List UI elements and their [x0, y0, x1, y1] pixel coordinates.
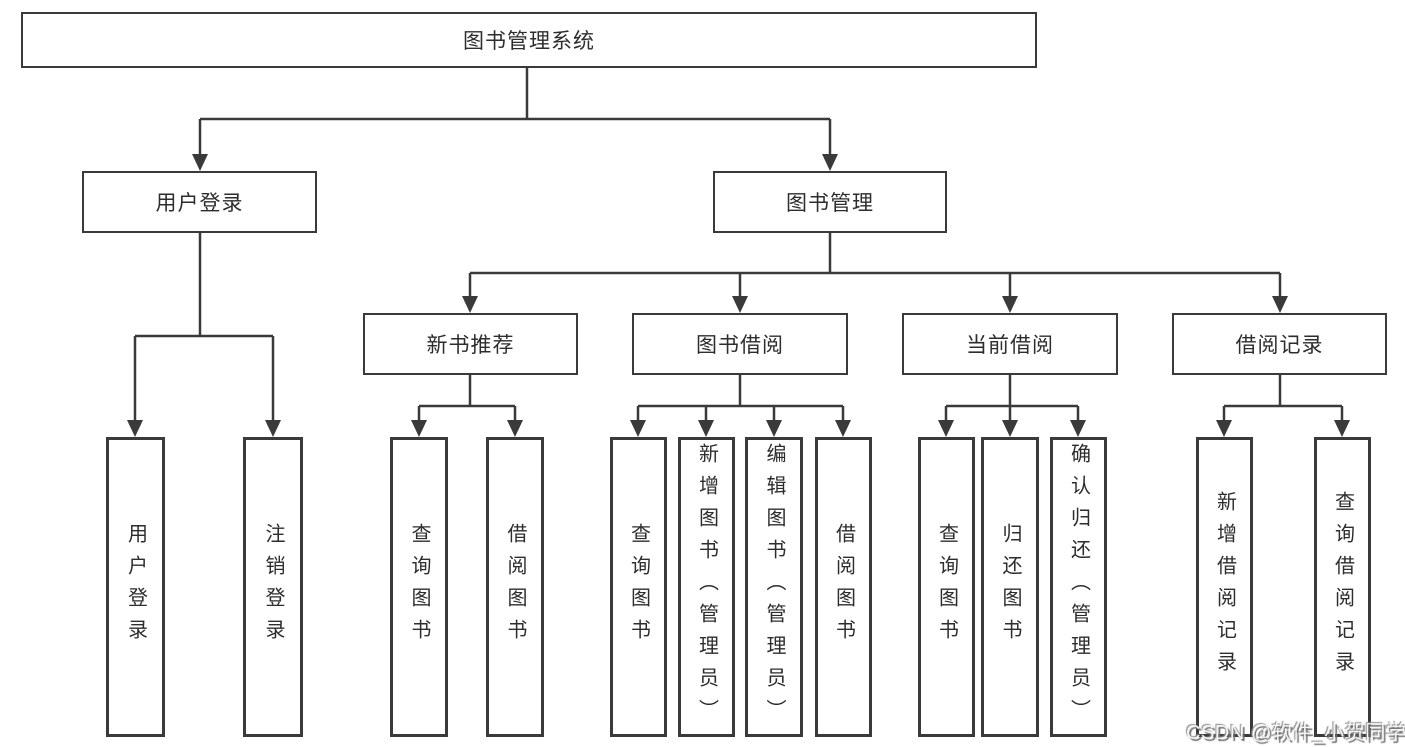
- node-label: 查询图书: [935, 523, 958, 651]
- node-label: 借阅记录: [1235, 334, 1324, 357]
- arrowhead: [766, 420, 782, 437]
- node-borrowing-records: 借阅记录: [1172, 313, 1387, 375]
- node-label: 用户登录: [155, 192, 244, 215]
- connector-borrow-records-children: [1222, 375, 1344, 423]
- node-label: 借阅图书: [832, 523, 855, 651]
- arrowhead: [192, 154, 208, 171]
- node-leaf-confirm-return-admin: 确认归还（管理员）: [1050, 437, 1107, 737]
- node-label: 图书管理: [786, 192, 874, 215]
- node-leaf-user-login: 用户登录: [106, 437, 165, 737]
- arrowhead: [1272, 296, 1288, 313]
- node-leaf-edit-book-admin: 编辑图书（管理员）: [745, 437, 803, 737]
- node-leaf-query-borrow-record: 查询借阅记录: [1314, 437, 1371, 737]
- node-label: 查询图书: [408, 523, 430, 651]
- node-leaf-add-borrow-record: 新增借阅记录: [1196, 437, 1253, 737]
- node-label: 图书借阅: [696, 334, 784, 357]
- node-book-management: 图书管理: [713, 171, 947, 233]
- arrowhead: [1002, 420, 1018, 437]
- node-label: 新增图书（管理员）: [695, 443, 718, 731]
- node-leaf-add-book-admin: 新增图书（管理员）: [678, 437, 735, 737]
- arrowhead: [1216, 420, 1232, 437]
- arrowhead: [732, 296, 748, 313]
- arrowhead: [1334, 420, 1350, 437]
- node-label: 归还图书: [999, 523, 1021, 651]
- node-leaf-query-books: 查询图书: [390, 437, 448, 737]
- arrowhead: [1002, 296, 1018, 313]
- node-label: 注销登录: [262, 523, 284, 651]
- node-leaf-borrow-books: 借阅图书: [815, 437, 872, 737]
- connector-book-borrow-children: [636, 375, 845, 423]
- node-leaf-query-books: 查询图书: [610, 437, 667, 737]
- arrowhead: [462, 296, 478, 313]
- node-user-login: 用户登录: [82, 171, 317, 233]
- connector-new-book-rec-children: [417, 375, 517, 423]
- arrowhead: [835, 420, 851, 437]
- node-label: 查询图书: [627, 523, 650, 651]
- node-label: 借阅图书: [504, 523, 526, 651]
- node-leaf-query-books: 查询图书: [918, 437, 975, 737]
- node-label: 查询借阅记录: [1331, 491, 1354, 683]
- arrowhead: [411, 420, 427, 437]
- arrowhead: [1070, 420, 1086, 437]
- node-label: 新书推荐: [426, 334, 515, 357]
- arrowhead: [938, 420, 954, 437]
- connector-book-mgmt-children: [468, 233, 1282, 299]
- node-label: 确认归还（管理员）: [1067, 443, 1090, 731]
- arrowhead: [127, 420, 143, 437]
- arrowhead: [507, 420, 523, 437]
- csdn-watermark: CSDN @软件_小贺同学: [1186, 722, 1405, 744]
- arrowhead: [630, 420, 646, 437]
- node-leaf-borrow-books: 借阅图书: [486, 437, 544, 737]
- connector-root-to-level2: [198, 68, 832, 157]
- node-label: 当前借阅: [966, 334, 1054, 357]
- arrowhead: [265, 420, 281, 437]
- node-label: 新增借阅记录: [1213, 491, 1236, 683]
- connector-current-borrow-children: [944, 375, 1080, 423]
- connector-user-login-children: [133, 233, 275, 422]
- node-book-borrowing: 图书借阅: [632, 313, 848, 375]
- node-new-book-recommend: 新书推荐: [363, 313, 578, 375]
- node-label: 编辑图书（管理员）: [763, 443, 785, 731]
- node-leaf-return-books: 归还图书: [981, 437, 1039, 737]
- node-library-system: 图书管理系统: [21, 12, 1037, 68]
- node-current-borrowing: 当前借阅: [902, 313, 1118, 375]
- node-label: 用户登录: [124, 523, 147, 651]
- node-label: 图书管理系统: [463, 30, 595, 53]
- arrowhead: [698, 420, 714, 437]
- arrowhead: [822, 154, 838, 171]
- node-leaf-logout: 注销登录: [243, 437, 303, 737]
